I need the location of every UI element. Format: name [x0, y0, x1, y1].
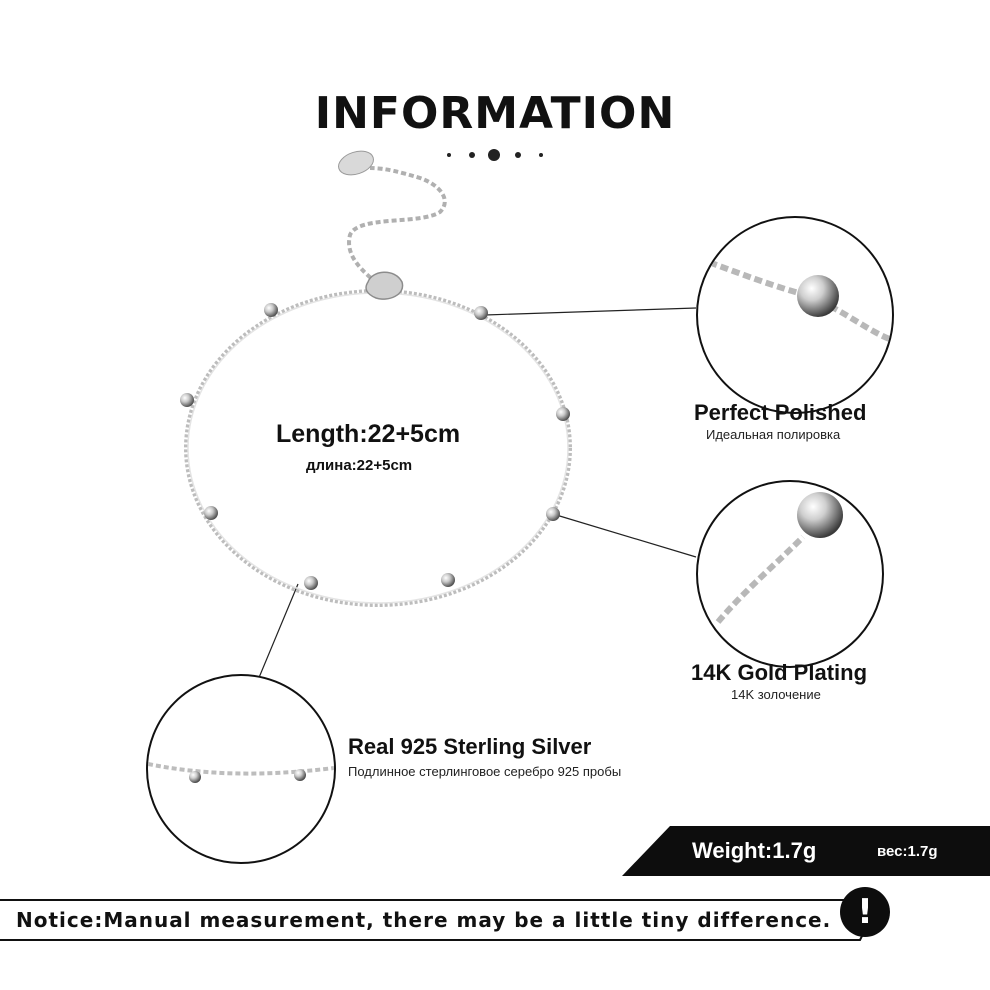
page-title: INFORMATION — [314, 88, 676, 139]
feature-title-plating: 14K Gold Plating — [691, 660, 868, 685]
callout-line-silver — [257, 583, 299, 681]
callout-line-plating — [552, 513, 697, 558]
divider-dot — [488, 149, 500, 161]
chain-bead — [556, 407, 570, 421]
weight-banner — [622, 826, 990, 876]
length-label-ru: длина:22+5cm — [306, 457, 413, 474]
chain-bead — [180, 393, 194, 407]
chain-bead — [264, 303, 278, 317]
chain-bead — [441, 573, 455, 587]
title-divider-dots — [445, 148, 545, 162]
silver-chain-closeup — [148, 762, 334, 783]
divider-dot — [539, 153, 543, 157]
plating-bead-closeup — [715, 492, 843, 624]
feature-subtitle-plating: 14K золочение — [731, 687, 821, 702]
feature-title-polished: Perfect Polished — [694, 400, 867, 425]
feature-subtitle-polished: Идеальная полировка — [706, 427, 841, 442]
divider-dot — [469, 152, 475, 158]
chain-bead — [474, 306, 488, 320]
length-label: Length:22+5cm — [276, 420, 461, 448]
callout-line-polished — [484, 307, 697, 316]
notice-text: Notice:Manual measurement, there may be … — [16, 908, 832, 932]
chain-bead — [546, 507, 560, 521]
divider-dot — [515, 152, 521, 158]
bracelet-chain — [184, 289, 572, 607]
weight-label: Weight:1.7g — [692, 838, 817, 863]
detail-circle-plating — [696, 480, 884, 668]
chain-bead — [204, 506, 218, 520]
chain-bead — [304, 576, 318, 590]
extender-chain — [347, 166, 447, 290]
bracelet-tag — [338, 150, 374, 176]
feature-title-silver: Real 925 Sterling Silver — [348, 734, 592, 759]
divider-dot — [447, 153, 451, 157]
weight-label-ru: вес:1.7g — [877, 843, 938, 860]
feature-subtitle-silver: Подлинное стерлинговое серебро 925 пробы — [348, 764, 622, 779]
detail-circle-polished — [696, 216, 894, 414]
lobster-clasp — [365, 271, 404, 300]
exclamation-icon: ! — [840, 887, 890, 937]
polished-bead-closeup — [698, 255, 892, 343]
detail-circle-silver — [146, 674, 336, 864]
